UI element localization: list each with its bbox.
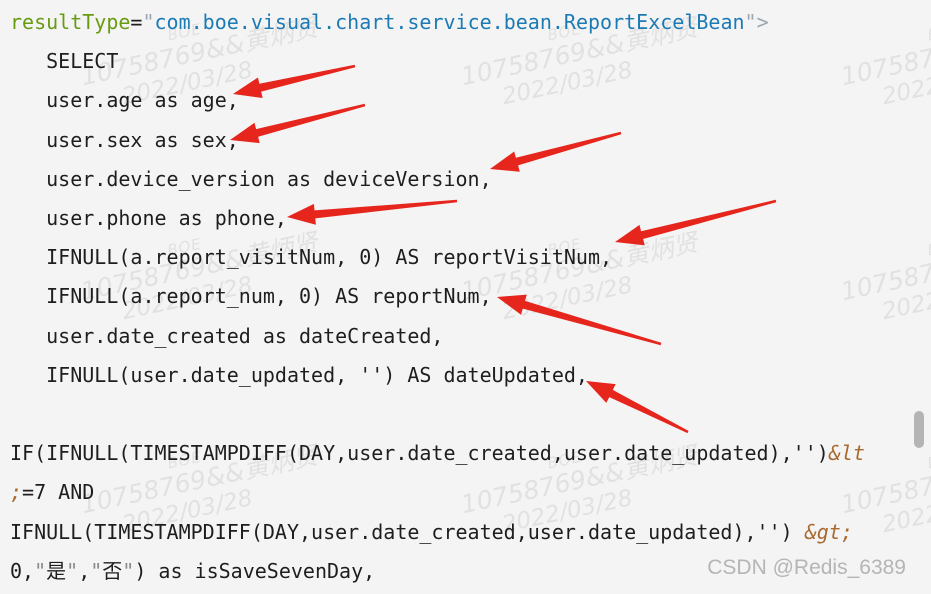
code-line: IFNULL(a.report_num, 0) AS reportNum, — [10, 284, 492, 308]
code-token-plain: user.age as age, — [10, 88, 239, 112]
code-line: user.age as age, — [10, 88, 239, 112]
code-line: 0,"是","否") as isSaveSevenDay, — [10, 559, 375, 583]
code-line: user.sex as sex, — [10, 128, 239, 152]
code-line: user.date_created as dateCreated, — [10, 324, 443, 348]
code-token-plain: IFNULL(a.report_visitNum, 0) AS reportVi… — [10, 245, 613, 269]
vertical-scrollbar-thumb[interactable] — [914, 411, 924, 448]
code-token-cjkquote: " — [34, 559, 47, 583]
code-token-string: com.boe.visual.chart.service.bean.Report… — [154, 10, 745, 34]
code-token-plain: IFNULL(a.report_num, 0) AS reportNum, — [10, 284, 492, 308]
code-token-plain: ) as isSaveSevenDay, — [134, 559, 376, 583]
code-token-attr: resultType — [10, 10, 131, 34]
code-token-entity: &gt; — [804, 520, 853, 544]
code-line: resultType="com.boe.visual.chart.service… — [10, 10, 769, 34]
code-token-plain: = — [130, 10, 143, 34]
code-line: user.phone as phone, — [10, 206, 287, 230]
csdn-watermark: CSDN @Redis_6389 — [707, 556, 906, 579]
code-token-plain: user.sex as sex, — [10, 128, 239, 152]
code-token-plain: user.date_created as dateCreated, — [10, 324, 444, 348]
code-token-cjkquote: " — [90, 559, 103, 583]
code-line: IFNULL(TIMESTAMPDIFF(DAY,user.date_creat… — [10, 520, 853, 544]
code-token-entity: &lt — [828, 441, 865, 465]
code-line: IFNULL(user.date_updated, '') AS dateUpd… — [10, 363, 588, 387]
code-token-plain: IFNULL(user.date_updated, '') AS dateUpd… — [10, 363, 588, 387]
code-token-cjkquote: " — [66, 559, 79, 583]
code-line: user.device_version as deviceVersion, — [10, 167, 492, 191]
code-line: ;=7 AND — [10, 480, 94, 504]
code-token-plain: , — [78, 559, 91, 583]
code-token-plain: 是 — [46, 559, 67, 583]
code-token-plain: user.phone as phone, — [10, 206, 287, 230]
code-line: IFNULL(a.report_visitNum, 0) AS reportVi… — [10, 245, 612, 269]
code-token-plain: IF(IFNULL(TIMESTAMPDIFF(DAY,user.date_cr… — [10, 441, 829, 465]
code-token-plain: 0, — [10, 559, 35, 583]
code-token-plain: IFNULL(TIMESTAMPDIFF(DAY,user.date_creat… — [10, 520, 805, 544]
code-line: SELECT — [10, 49, 118, 73]
code-token-quote: "> — [744, 10, 769, 34]
code-token-plain: =7 AND — [22, 480, 95, 504]
code-token-entity: ; — [10, 480, 23, 504]
code-line: IF(IFNULL(TIMESTAMPDIFF(DAY,user.date_cr… — [10, 441, 865, 465]
code-token-plain: 否 — [102, 559, 123, 583]
code-token-plain: SELECT — [10, 49, 119, 73]
code-token-cjkquote: " — [122, 559, 135, 583]
code-token-quote: " — [142, 10, 155, 34]
code-token-plain: user.device_version as deviceVersion, — [10, 167, 492, 191]
